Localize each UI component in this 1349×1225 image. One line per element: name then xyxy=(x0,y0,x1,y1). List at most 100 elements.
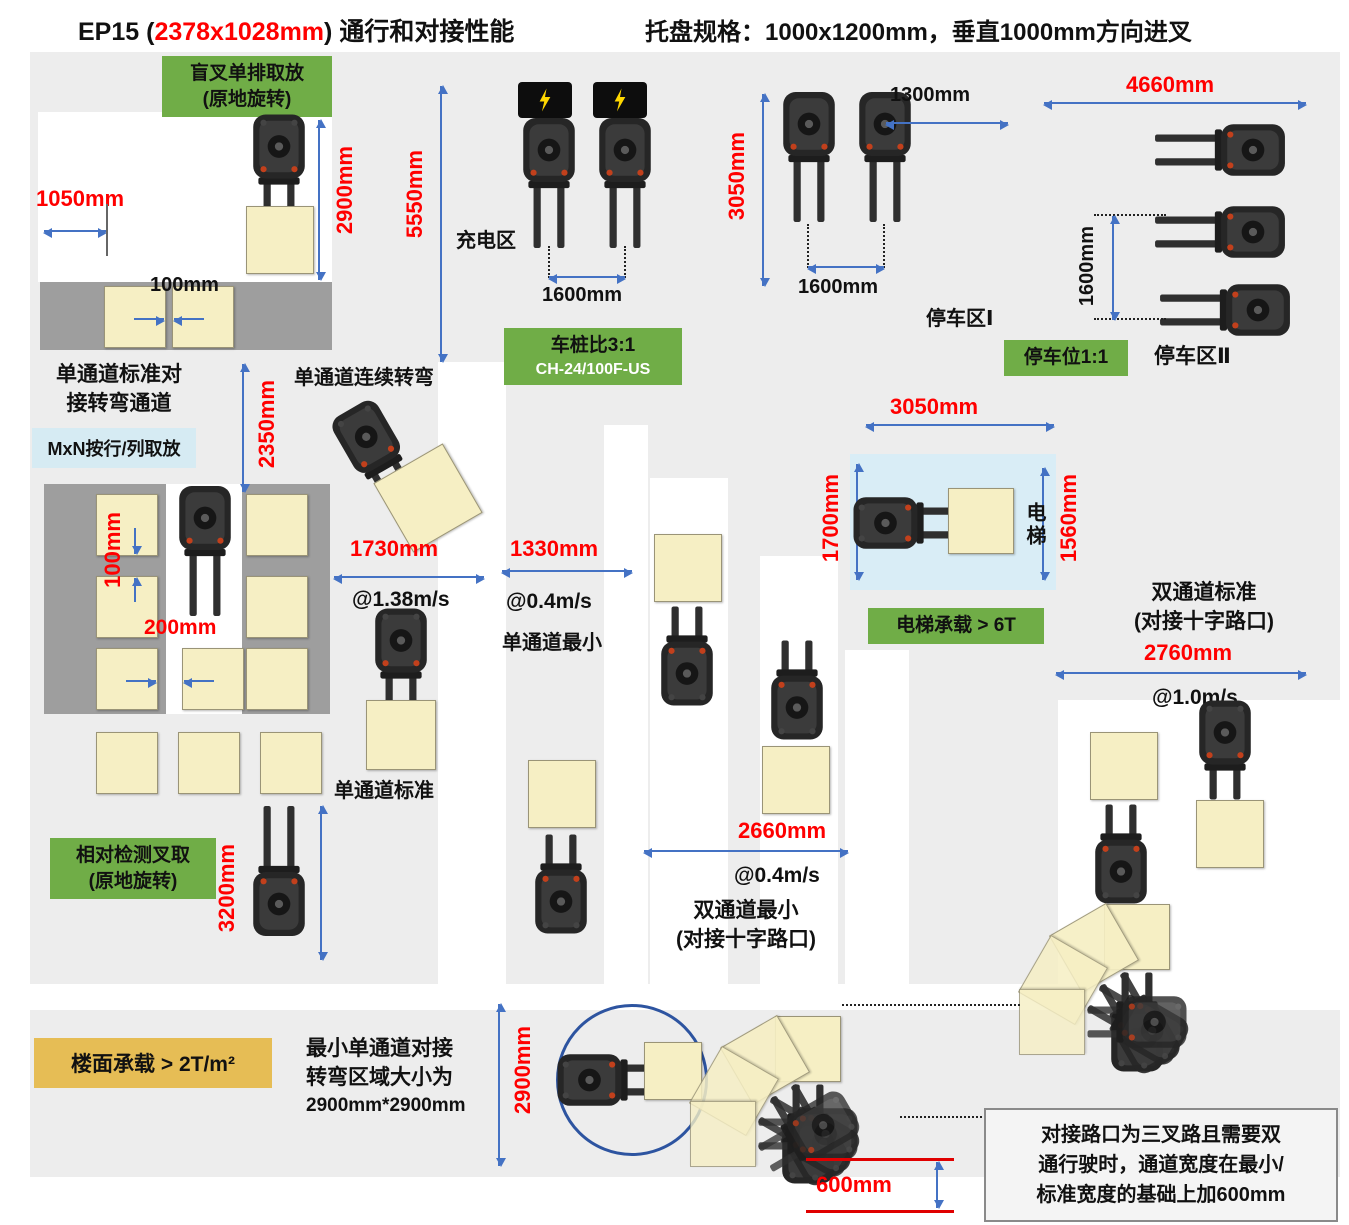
dimension-arrow xyxy=(807,264,885,274)
label-line: 单通道标准对 xyxy=(56,363,182,386)
aisle-vertical-2 xyxy=(604,425,648,1007)
pallet xyxy=(246,206,314,274)
dim-100-top: 100mm xyxy=(150,274,219,296)
label-single-min: 单通道最小 xyxy=(502,632,602,654)
note-box: 对接路口为三叉路且需要双 通行驶时，通道宽度在最小/ 标准宽度的基础上加600m… xyxy=(984,1108,1338,1222)
forklift-icon xyxy=(179,486,231,616)
pallet xyxy=(948,488,1014,554)
fan-pallet xyxy=(690,1101,756,1167)
forklift-icon xyxy=(1199,700,1251,800)
label-charge-area: 充电区 xyxy=(456,230,516,252)
dimension-arrow xyxy=(934,1161,944,1209)
pallet xyxy=(528,760,596,828)
dotted-line xyxy=(624,246,626,278)
forklift-icon xyxy=(253,114,305,214)
dim-1300: 1300mm xyxy=(890,84,971,106)
pallet xyxy=(366,700,436,770)
pallet xyxy=(178,732,240,794)
dimension-arrow xyxy=(1043,100,1307,110)
pallet xyxy=(644,1042,702,1100)
pallet xyxy=(172,286,234,348)
label-single-std-corner: 单通道标准对 接转弯通道 xyxy=(56,360,182,419)
forklift-icon xyxy=(859,92,911,222)
dotted-line xyxy=(1094,318,1166,320)
label-line: (对接十字路口) xyxy=(676,928,816,952)
tick-line xyxy=(106,204,108,256)
dimension-arrow xyxy=(134,316,165,326)
dim-2660: 2660mm xyxy=(738,818,827,843)
dimension-arrow xyxy=(240,363,250,493)
lightning-icon xyxy=(614,88,626,112)
forklift-icon xyxy=(1160,284,1290,336)
fan-forklift-icon xyxy=(1087,996,1187,1048)
pallet xyxy=(96,494,158,556)
pallet xyxy=(1196,800,1264,868)
dimension-arrow xyxy=(885,120,1009,130)
pallet xyxy=(260,732,322,794)
dimension-arrow xyxy=(316,119,326,281)
dimension-arrow xyxy=(496,1003,506,1167)
lightning-icon xyxy=(539,88,551,112)
dimension-arrow xyxy=(318,805,328,961)
label-min-corner: 最小单通道对接 转弯区域大小为 2900mm*2900mm xyxy=(306,1034,466,1119)
model-dimensions: 2378x1028mm xyxy=(154,18,325,46)
dim-5550: 5550mm xyxy=(402,150,427,239)
speed-0.4-single: @0.4m/s xyxy=(506,590,592,613)
pallet xyxy=(246,648,308,710)
model-suffix: ) xyxy=(324,18,340,46)
forklift-icon xyxy=(523,118,575,248)
label-line: 2900mm*2900mm xyxy=(306,1094,466,1116)
label-line: 盲叉单排取放 xyxy=(189,63,304,84)
dim-1600-charge: 1600mm xyxy=(542,284,623,306)
charger-icon xyxy=(518,82,572,118)
dim-3200: 3200mm xyxy=(214,844,239,933)
dimension-arrow xyxy=(183,678,214,688)
label-line: 双通道最小 xyxy=(693,899,799,922)
dim-1600-park: 1600mm xyxy=(798,276,879,298)
fan-pallet xyxy=(1019,989,1085,1055)
pallet xyxy=(762,746,830,814)
zone-label-blind-fork: 盲叉单排取放 (原地旋转) xyxy=(162,56,332,118)
forklift-icon xyxy=(1155,206,1285,258)
model-prefix: EP15 ( xyxy=(78,18,155,46)
dimension-arrow xyxy=(501,568,633,578)
speed-1.38: @1.38m/s xyxy=(352,588,450,611)
dimension-arrow xyxy=(865,422,1055,432)
dim-4660: 4660mm xyxy=(1126,72,1215,97)
title-text: 通行和对接性能 xyxy=(339,18,515,46)
zone-label-mxn: MxN按行/列取放 xyxy=(32,428,196,468)
pallet xyxy=(182,648,244,710)
dim-3050-park: 3050mm xyxy=(724,132,749,221)
forklift-icon xyxy=(771,640,823,740)
label-line: 车桩比3:1 xyxy=(550,335,636,356)
dimension-arrow xyxy=(1110,215,1120,321)
red-line xyxy=(806,1210,954,1213)
label-single-continuous: 单通道连续转弯 xyxy=(294,367,434,389)
label-single-standard: 单通道标准 xyxy=(334,780,434,802)
label-line: 接转弯通道 xyxy=(66,392,172,416)
red-line xyxy=(806,1158,954,1161)
dotted-line xyxy=(842,1004,1020,1006)
dim-100-grid: 100mm xyxy=(100,512,125,588)
dim-1730: 1730mm xyxy=(350,536,439,561)
dim-600: 600mm xyxy=(816,1172,892,1197)
dim-200: 200mm xyxy=(144,616,217,639)
dimension-arrow xyxy=(132,577,142,602)
label-line: (对接十字路口) xyxy=(1134,610,1274,634)
pallet xyxy=(654,534,722,602)
zone-label-relative-detect: 相对检测叉取 (原地旋转) xyxy=(50,838,216,900)
label-line: (原地旋转) xyxy=(88,870,178,892)
dimension-arrow xyxy=(548,274,626,284)
forklift-icon xyxy=(783,92,835,222)
dim-2350: 2350mm xyxy=(254,380,279,469)
forklift-icon xyxy=(1095,804,1147,904)
speed-0.4-double: @0.4m/s xyxy=(734,864,820,887)
forklift-icon xyxy=(375,608,427,708)
zone-label-elevator-load: 电梯承载 > 6T xyxy=(868,608,1044,644)
dimension-arrow xyxy=(1040,467,1050,581)
label-line: 双通道标准 xyxy=(1151,581,1257,604)
forklift-icon xyxy=(661,606,713,706)
dim-2760: 2760mm xyxy=(1144,640,1233,665)
dimension-arrow xyxy=(132,528,142,555)
